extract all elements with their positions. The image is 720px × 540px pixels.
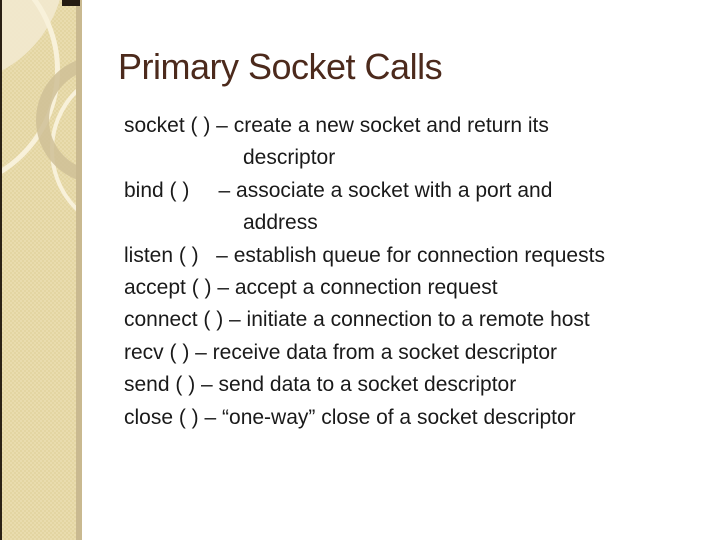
sidebar-left-border [0,0,2,540]
body-line: descriptor [243,146,336,170]
slide-title: Primary Socket Calls [118,46,443,87]
body-line: close ( ) – “one-way” close of a socket … [124,405,576,429]
sidebar-right-border [76,0,82,540]
slide-body: socket ( ) – create a new socket and ret… [124,110,704,434]
body-line: send ( ) – send data to a socket descrip… [124,373,517,397]
top-edge-square [62,0,80,6]
body-line: connect ( ) – initiate a connection to a… [124,308,590,332]
body-line: address [243,211,318,235]
body-line: bind ( ) – associate a socket with a por… [124,178,553,202]
sidebar-decoration [0,0,82,540]
body-line: socket ( ) – create a new socket and ret… [124,114,549,137]
body-line: accept ( ) – accept a connection request [124,276,498,300]
body-line: listen ( ) – establish queue for connect… [124,243,605,267]
body-line: recv ( ) – receive data from a socket de… [124,340,557,364]
